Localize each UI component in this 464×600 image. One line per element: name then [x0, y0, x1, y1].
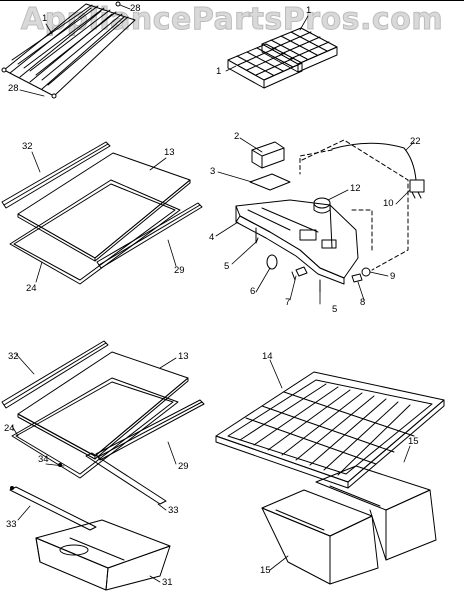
ice-tray-lower: [227, 43, 303, 89]
callout-15: 15: [260, 565, 271, 576]
callout-12: 12: [350, 183, 361, 194]
top-border: [0, 0, 464, 1]
callout-2: 2: [234, 131, 240, 142]
callout-1: 1: [42, 13, 48, 24]
callout-1: 1: [216, 66, 222, 77]
ice-tray-upper: [261, 27, 338, 73]
shelf-front-trim-32b: [1, 340, 109, 409]
callout-3: 3: [210, 166, 216, 177]
wire-shelf: [1, 1, 136, 99]
crisper-drawer-15-right: [315, 465, 437, 561]
callout-29: 29: [178, 461, 189, 472]
small-parts: [255, 227, 371, 293]
callout-24: 24: [4, 423, 15, 434]
callout-6: 6: [250, 286, 256, 297]
wire-harness-22: [299, 142, 425, 199]
dashed-guides: [301, 139, 409, 271]
shelf-front-trim-32a: [1, 141, 111, 209]
callout-4: 4: [209, 232, 215, 243]
callout-32: 32: [8, 351, 19, 362]
crisper-drawer-15-left: [261, 489, 379, 585]
callout-10: 10: [383, 198, 394, 209]
callout-8: 8: [360, 297, 366, 308]
callout-1: 1: [306, 5, 312, 16]
callout-15: 15: [408, 436, 419, 447]
callout-33: 33: [6, 519, 17, 530]
shelf-frame-24a: [9, 179, 181, 285]
glass-shelf-13b: [17, 351, 189, 460]
callout-24: 24: [26, 283, 37, 294]
callout-28: 28: [130, 3, 141, 14]
callout-28: 28: [8, 83, 19, 94]
shelf-frame-24b: [11, 377, 179, 479]
callout-9: 9: [390, 271, 396, 282]
callout-14: 14: [262, 351, 273, 362]
shroud-2: [251, 141, 285, 169]
callout-5: 5: [224, 261, 230, 272]
callout-32: 32: [22, 141, 33, 152]
shelf-rear-trim-29b: [95, 399, 205, 461]
callout-7: 7: [285, 297, 291, 308]
glass-shelf-13a: [17, 152, 191, 262]
callout-29: 29: [174, 265, 185, 276]
callout-22: 22: [410, 136, 421, 147]
gasket-3: [249, 173, 291, 191]
callout-34: 34: [38, 454, 49, 465]
callout-5: 5: [332, 304, 338, 315]
callout-33: 33: [168, 505, 179, 516]
callout-31: 31: [162, 577, 173, 588]
fan-motor-12: [313, 197, 331, 214]
drawer-slides-33-34: [9, 452, 167, 531]
crisper-drawer-31: [35, 519, 171, 591]
callout-13: 13: [178, 351, 189, 362]
callout-13: 13: [164, 147, 175, 158]
callout-leaders: [11, 4, 415, 583]
crisper-cover-14: [215, 371, 445, 489]
